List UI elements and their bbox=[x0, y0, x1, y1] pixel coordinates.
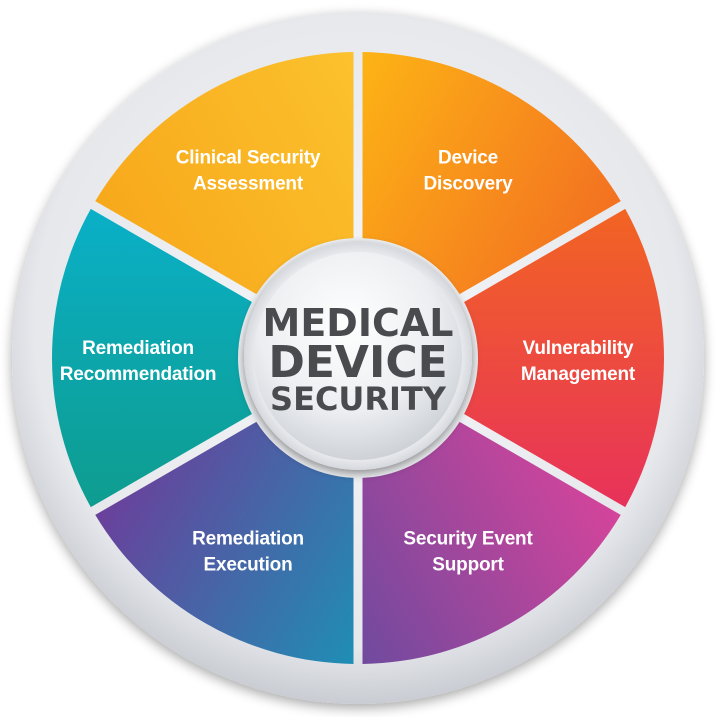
center-hub bbox=[244, 242, 472, 470]
segment-label-security-event-support-line1: Security Event bbox=[403, 529, 533, 550]
segment-vulnerability-management bbox=[464, 208, 664, 508]
segment-device-discovery bbox=[362, 52, 621, 295]
segment-label-remediation-execution-line1: Remediation bbox=[192, 529, 304, 550]
segment-label-security-event-support-line2: Support bbox=[432, 555, 504, 576]
segments: DeviceDiscoveryVulnerabilityManagementSe… bbox=[51, 52, 664, 664]
segment-remediation-execution bbox=[95, 421, 354, 664]
center-title-line3: SECURITY bbox=[270, 380, 447, 418]
segment-label-device-discovery-line2: Discovery bbox=[423, 173, 513, 194]
segment-remediation-recommendation bbox=[51, 208, 252, 508]
segment-clinical-security-assessment bbox=[95, 52, 354, 295]
center-title-line2: DEVICE bbox=[268, 337, 447, 388]
segment-label-remediation-execution-line2: Execution bbox=[204, 555, 293, 576]
segment-label-clinical-security-assessment-line1: Clinical Security bbox=[176, 147, 321, 168]
segment-label-vulnerability-management-line1: Vulnerability bbox=[523, 338, 634, 359]
segment-label-device-discovery-line1: Device bbox=[438, 147, 498, 168]
segment-security-event-support bbox=[362, 421, 621, 664]
segment-label-clinical-security-assessment-line2: Assessment bbox=[193, 173, 304, 194]
segment-label-remediation-recommendation-line2: Recommendation bbox=[60, 364, 217, 385]
center-title-line1: MEDICAL bbox=[263, 301, 454, 345]
segment-label-vulnerability-management-line2: Management bbox=[521, 364, 636, 385]
segment-label-remediation-recommendation-line1: Remediation bbox=[82, 338, 194, 359]
